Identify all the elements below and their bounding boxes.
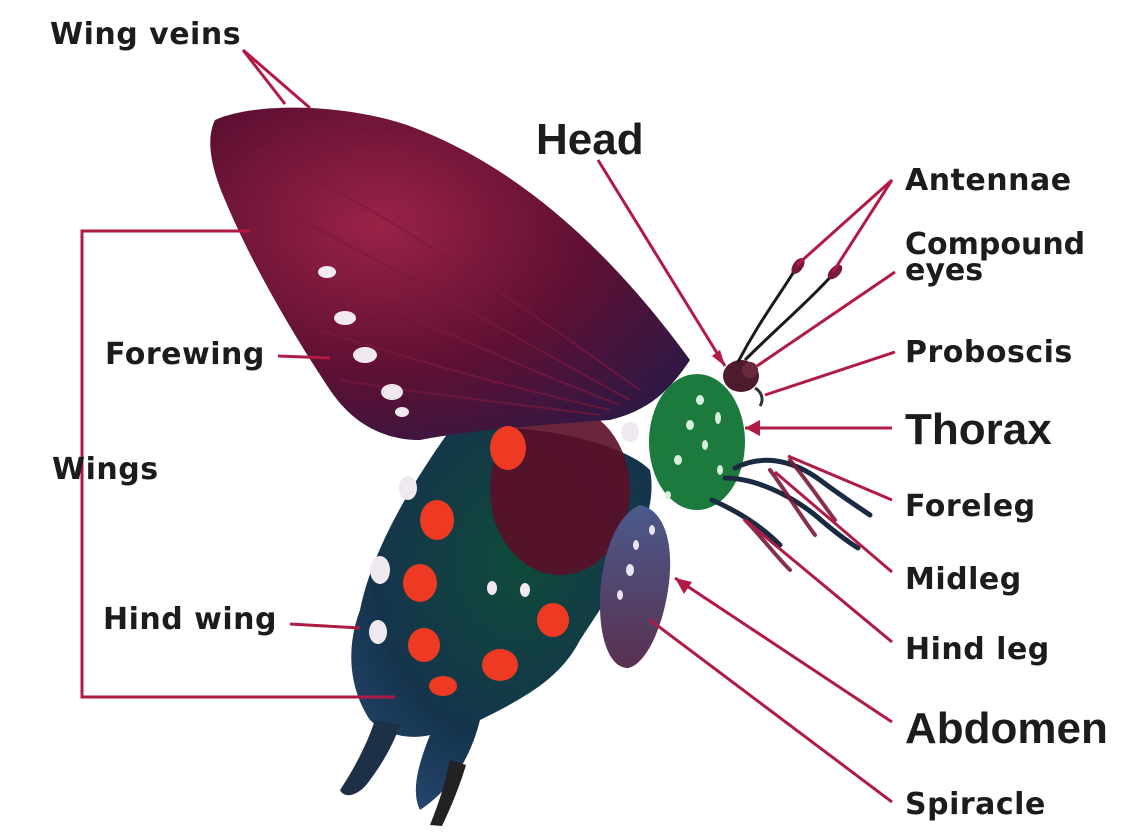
label-wing-veins: Wing veins <box>50 20 241 50</box>
compound-eye-shape <box>742 362 758 378</box>
label-proboscis: Proboscis <box>905 338 1073 368</box>
label-midleg: Midleg <box>905 565 1022 595</box>
label-foreleg: Foreleg <box>905 492 1036 522</box>
label-spiracle: Spiracle <box>905 790 1046 820</box>
label-antennae: Antennae <box>905 166 1072 196</box>
label-head: Head <box>536 118 644 162</box>
label-abdomen: Abdomen <box>905 707 1108 751</box>
label-forewing: Forewing <box>105 340 265 370</box>
label-thorax: Thorax <box>905 408 1052 452</box>
label-hind-leg: Hind leg <box>905 635 1050 665</box>
hind-wing-tail <box>340 720 400 795</box>
label-hind-wing: Hind wing <box>103 605 277 635</box>
label-wings: Wings <box>52 455 159 485</box>
thorax-shape <box>649 374 745 510</box>
label-compound-eyes: Compound eyes <box>905 232 1085 283</box>
proboscis-shape <box>755 388 762 406</box>
